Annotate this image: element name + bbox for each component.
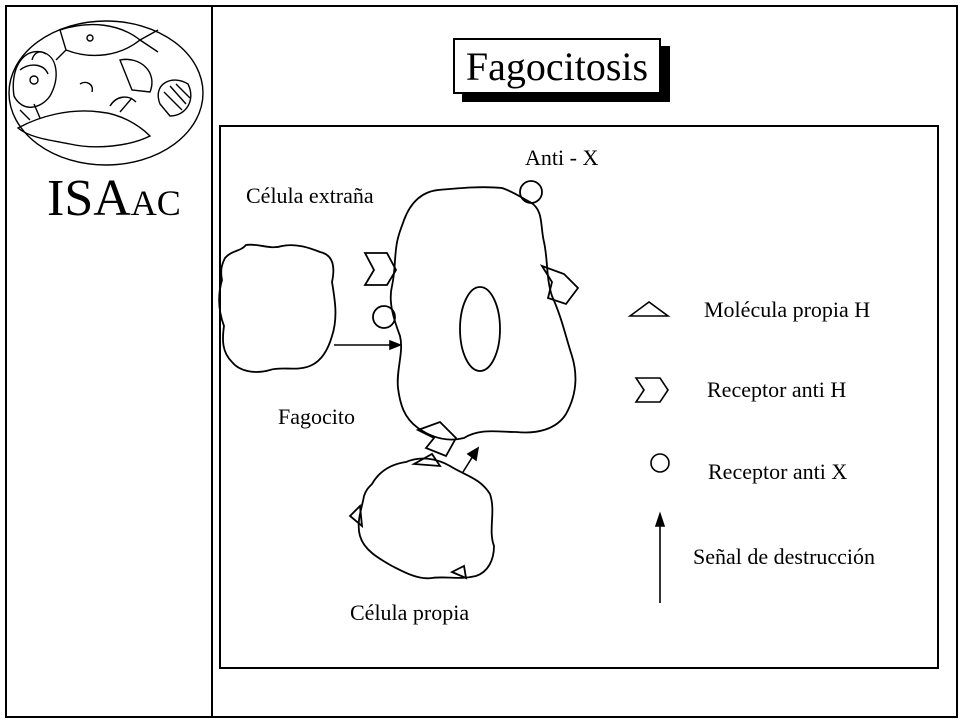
legend-text-receptor-anti-h: Receptor anti H <box>707 379 846 401</box>
logo-main: ISA <box>47 170 131 227</box>
logo-sub: AC <box>131 183 181 223</box>
logo-illustration <box>9 21 203 165</box>
phagocyte-label: Fagocito <box>278 406 355 428</box>
legend-text-destruction-signal: Señal de destrucción <box>693 546 875 568</box>
foreign-cell-label: Célula extraña <box>246 185 374 207</box>
logo-text: ISAAC <box>47 173 181 225</box>
legend-text-self-molecule: Molécula propia H <box>704 299 870 321</box>
self-cell-label: Célula propia <box>350 602 469 624</box>
anti-x-label: Anti - X <box>525 147 598 169</box>
page-title: Fagocitosis <box>453 38 661 94</box>
legend-text-receptor-anti-x: Receptor anti X <box>708 461 847 483</box>
